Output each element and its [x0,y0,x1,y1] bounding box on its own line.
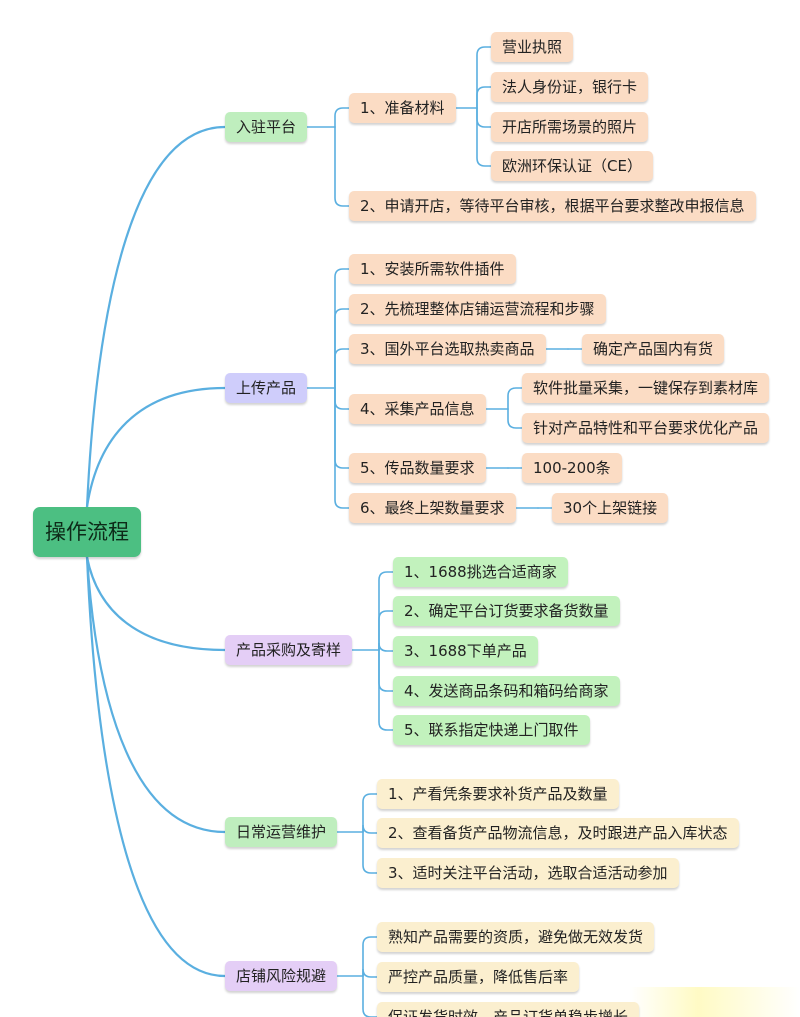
sub-node: 严控产品质量，降低售后率 [377,962,580,992]
sub-connector-2-link-3 [378,649,394,692]
main-link-4 [85,555,227,978]
leaf-node: 软件批量采集，一键保存到素材库 [522,373,770,403]
leaf-node: 欧洲环保认证（CE） [491,151,653,181]
sub-connector-4-link-1 [362,968,378,978]
leaf-node: 开店所需场景的照片 [491,112,649,142]
branch-node: 店铺风险规避 [225,961,338,991]
sub-connector-3-link-0 [362,793,378,833]
sub-node: 4、发送商品条码和箱码给商家 [393,676,620,706]
sub-connector-2-link-0 [378,571,394,651]
sub-connector-3-link-2 [362,831,378,874]
leaf-node: 确定产品国内有货 [582,334,725,364]
sub-connector-1-link-5 [334,387,350,509]
sub-connector-3-link-1 [362,824,378,834]
root-node: 操作流程 [33,507,141,557]
sub-node: 6、最终上架数量要求 [349,493,516,523]
sub-node: 2、确定平台订货要求备货数量 [393,596,620,626]
branch-node: 产品采购及寄样 [225,635,353,665]
sub-node: 2、申请开店，等待平台审核，根据平台要求整改申报信息 [349,191,756,221]
main-link-3 [85,555,227,834]
sub-connector-2-link-2 [378,642,394,652]
sub-node: 4、采集产品信息 [349,394,486,424]
sub-node: 3、国外平台选取热卖商品 [349,334,546,364]
sub-connector-1-link-4 [334,387,350,469]
sub-connector-1-link-0 [334,268,350,389]
sub-node: 1、产看凭条要求补货产品及数量 [377,779,619,809]
leaf-node: 营业执照 [491,32,574,62]
branch-node: 日常运营维护 [225,817,338,847]
sub-connector-0-link-0 [334,107,350,128]
leaf-connector-1-3-link-1 [507,408,523,429]
leaf-connector-1-3-link-0 [507,387,523,410]
leaf-node: 100-200条 [522,453,622,483]
sub-node: 2、先梳理整体店铺运营流程和步骤 [349,294,606,324]
branch-node: 入驻平台 [225,112,308,142]
main-link-2 [85,555,227,652]
sub-connector-2-link-4 [378,649,394,731]
sub-node: 3、1688下单产品 [393,636,538,666]
leaf-connector-0-0-link-0 [476,46,492,109]
main-link-0 [85,125,227,509]
sub-node: 1、准备材料 [349,93,456,123]
sub-node: 熟知产品需要的资质，避免做无效发货 [377,922,655,952]
leaf-connector-0-0-link-3 [476,107,492,167]
sub-node: 保证发货时效，产品订货单稳步增长 [377,1002,640,1017]
sub-connector-1-link-2 [334,348,350,389]
sub-connector-1-link-1 [334,308,350,389]
sub-connector-0-link-1 [334,126,350,207]
branch-node: 上传产品 [225,373,308,403]
sub-node: 2、查看备货产品物流信息，及时跟进产品入库状态 [377,818,739,848]
leaf-connector-0-0-link-1 [476,86,492,109]
sub-connector-4-link-0 [362,936,378,977]
sub-node: 1、安装所需软件插件 [349,254,516,284]
sub-node: 1、1688挑选合适商家 [393,557,568,587]
sub-node: 5、传品数量要求 [349,453,486,483]
sub-node: 3、适时关注平台活动，选取合适活动参加 [377,858,679,888]
watermark-glow [630,987,800,1017]
sub-node: 5、联系指定快递上门取件 [393,715,590,745]
leaf-node: 法人身份证，银行卡 [491,72,649,102]
sub-connector-2-link-1 [378,610,394,651]
leaf-node: 30个上架链接 [552,493,669,523]
main-link-1 [85,386,227,509]
leaf-node: 针对产品特性和平台要求优化产品 [522,413,770,443]
sub-connector-4-link-2 [362,975,378,1017]
leaf-connector-0-0-link-2 [476,107,492,128]
sub-connector-1-link-3 [334,387,350,410]
